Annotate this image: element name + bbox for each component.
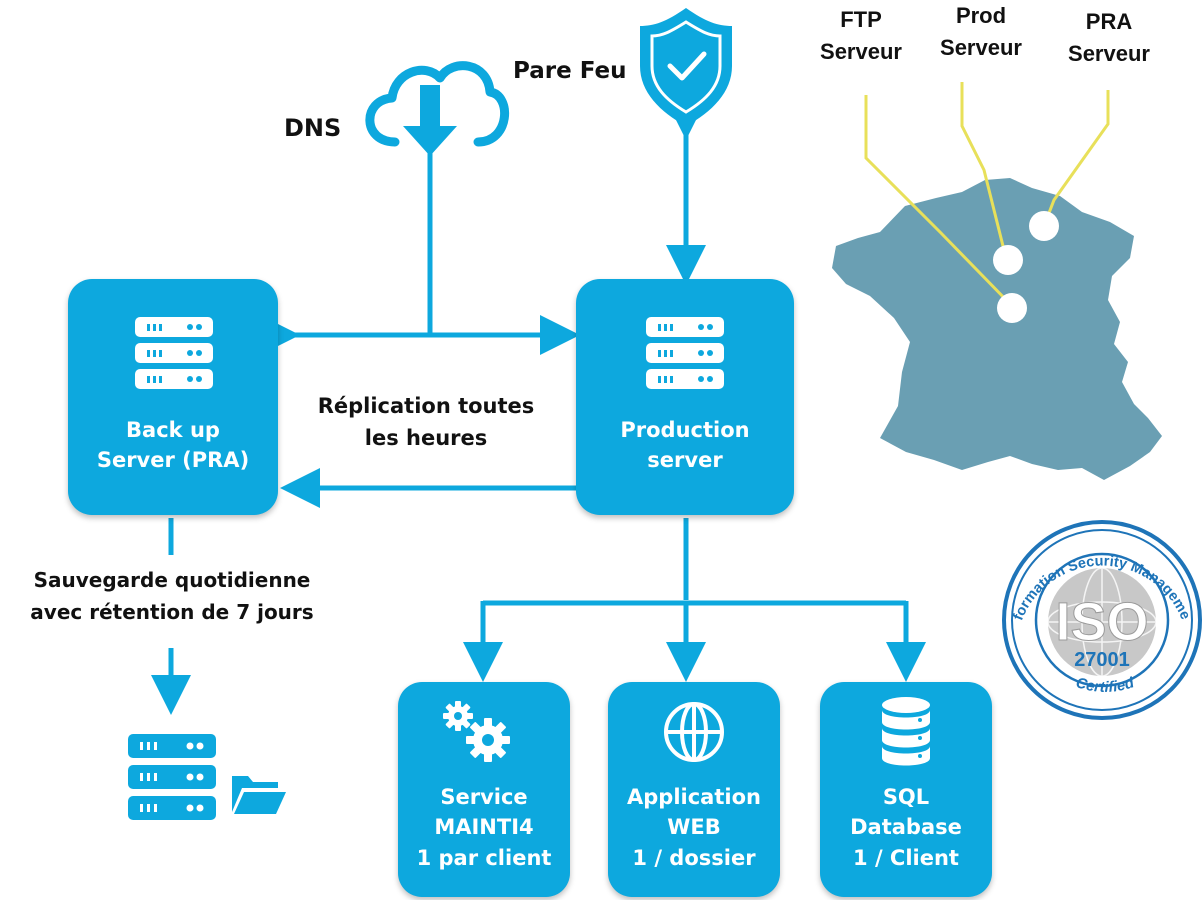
dns-label: DNS: [284, 114, 342, 142]
database-icon: [882, 697, 930, 766]
sql-box-line-3: 1 / Client: [853, 845, 959, 870]
map-label-pra-line-2: Serveur: [1068, 41, 1150, 66]
map-label-prod: Prod Serveur: [926, 0, 1036, 64]
application-box: Application WEB 1 / dossier: [608, 682, 780, 897]
service-box-line-3: 1 par client: [416, 845, 552, 870]
map-label-prod-line-2: Serveur: [940, 35, 1022, 60]
backup-description-line-2: avec rétention de 7 jours: [30, 600, 314, 624]
backup-box-line-2: Server (PRA): [96, 448, 250, 473]
firewall-label: Pare Feu: [513, 58, 627, 84]
replication-line-1: Réplication toutes: [317, 394, 535, 418]
backup-description-line-1: Sauvegarde quotidienne: [33, 568, 311, 592]
map-label-ftp-line-1: FTP: [840, 7, 882, 32]
map-label-prod-line-1: Prod: [955, 3, 1007, 28]
backup-box-line-1: Back up: [126, 418, 220, 442]
sql-box: SQL Database 1 / Client: [820, 682, 992, 897]
production-server-box: Production server: [576, 279, 794, 515]
map-label-pra: PRA Serveur: [1054, 6, 1164, 70]
sql-box-line-1: SQL: [882, 785, 930, 809]
backup-server-box: Back up Server (PRA): [68, 279, 278, 515]
map-label-pra-line-1: PRA: [1085, 9, 1133, 34]
service-box-line-2: MAINTI4: [434, 815, 534, 840]
server-icon: [128, 734, 216, 820]
replication-line-2: les heures: [364, 426, 488, 450]
backup-description: Sauvegarde quotidienne avec rétention de…: [4, 564, 340, 628]
production-box-line-1: Production: [620, 418, 750, 442]
service-box: Service MAINTI4 1 par client: [398, 682, 570, 897]
application-box-line-1: Application: [627, 785, 761, 809]
application-box-line-2: WEB: [667, 815, 721, 840]
application-box-line-3: 1 / dossier: [632, 845, 756, 870]
server-icon: [135, 317, 213, 389]
production-box-line-2: server: [647, 448, 723, 473]
gears-icon: [443, 701, 510, 762]
map-label-ftp: FTP Serveur: [806, 4, 916, 68]
globe-icon: [664, 702, 724, 762]
server-icon: [646, 317, 724, 389]
replication-label: Réplication toutes les heures: [300, 390, 552, 454]
sql-box-line-2: Database: [850, 815, 962, 840]
folder-icon: [232, 776, 286, 814]
map-label-ftp-line-2: Serveur: [820, 39, 902, 64]
service-box-line-1: Service: [440, 785, 528, 809]
